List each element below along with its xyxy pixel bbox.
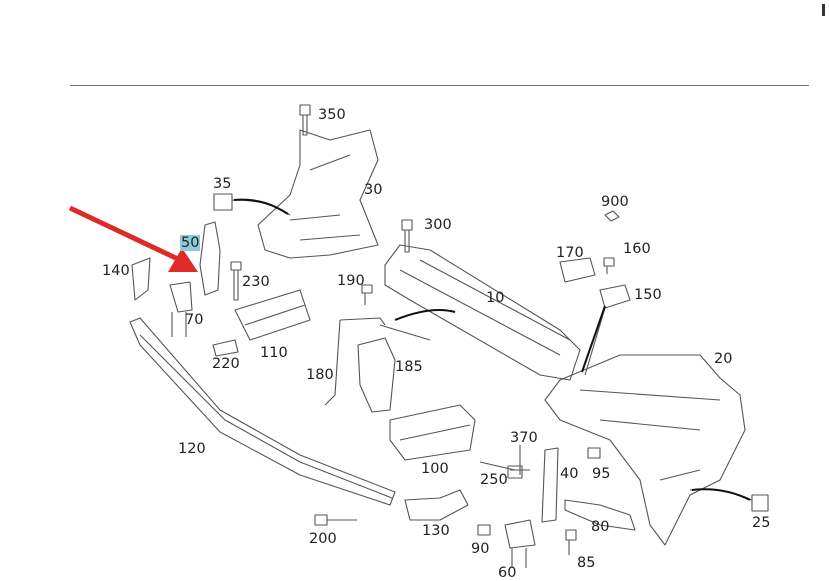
part-70-shape [169,281,193,337]
part-60-shape [504,519,536,568]
part-label-35: 35 [213,176,232,192]
part-140-shape [131,257,151,301]
part-250-shape [479,461,523,479]
leader-line-25 [691,488,751,501]
part-label-185: 185 [395,359,423,375]
part-85-shape [565,529,577,555]
part-170-shape [559,257,596,283]
leader-line-10 [394,309,456,321]
part-10-shape [384,244,581,381]
part-label-170: 170 [556,245,584,261]
part-label-95: 95 [592,466,611,482]
header-divider [70,85,809,86]
part-180-shape [324,317,431,406]
part-185-shape [357,337,396,413]
leader-line-150 [581,305,606,373]
red-arrow [68,205,198,272]
part-label-150: 150 [634,287,662,303]
part-label-350: 350 [318,107,346,123]
part-label-190: 190 [337,273,365,289]
part-350-shape [299,104,311,136]
part-label-80: 80 [591,519,610,535]
part-35-shape [213,193,291,216]
window-edge [822,4,825,16]
part-220-shape [212,339,239,357]
part-label-300: 300 [424,217,452,233]
part-label-60: 60 [498,565,517,581]
part-30-shape [257,129,379,259]
part-label-370: 370 [510,430,538,446]
part-200-shape [314,514,357,526]
part-label-40: 40 [560,466,579,482]
part-80-shape [564,499,636,531]
part-label-130: 130 [422,523,450,539]
part-label-100: 100 [421,461,449,477]
part-label-230: 230 [242,274,270,290]
part-label-50: 50 [180,235,201,251]
part-label-900: 900 [601,194,629,210]
part-20-shape [544,354,746,546]
part-label-220: 220 [212,356,240,372]
part-label-180: 180 [306,367,334,383]
part-160-shape [603,257,615,274]
part-230-shape [230,261,242,301]
part-label-85: 85 [577,555,596,571]
part-90-shape [477,524,491,536]
part-label-70: 70 [185,312,204,328]
part-label-110: 110 [260,345,288,361]
part-300-shape [401,219,413,253]
part-label-25: 25 [752,515,771,531]
part-900-shape [604,210,620,222]
part-label-20: 20 [714,351,733,367]
part-label-90: 90 [471,541,490,557]
part-50-shape [199,221,221,296]
part-label-30: 30 [364,182,383,198]
part-370-shape [510,445,530,475]
part-150-shape [584,284,631,376]
part-95-shape [587,447,601,459]
part-label-140: 140 [102,263,130,279]
part-label-250: 250 [480,472,508,488]
leader-line-35 [233,198,289,215]
part-label-10: 10 [486,290,505,306]
part-190-shape [361,284,373,305]
part-label-160: 160 [623,241,651,257]
part-120-shape [129,317,396,506]
part-label-120: 120 [178,441,206,457]
part-100-shape [389,404,476,461]
part-label-200: 200 [309,531,337,547]
part-110-shape [234,289,311,341]
part-40-shape [541,447,559,523]
part-130-shape [404,489,469,521]
